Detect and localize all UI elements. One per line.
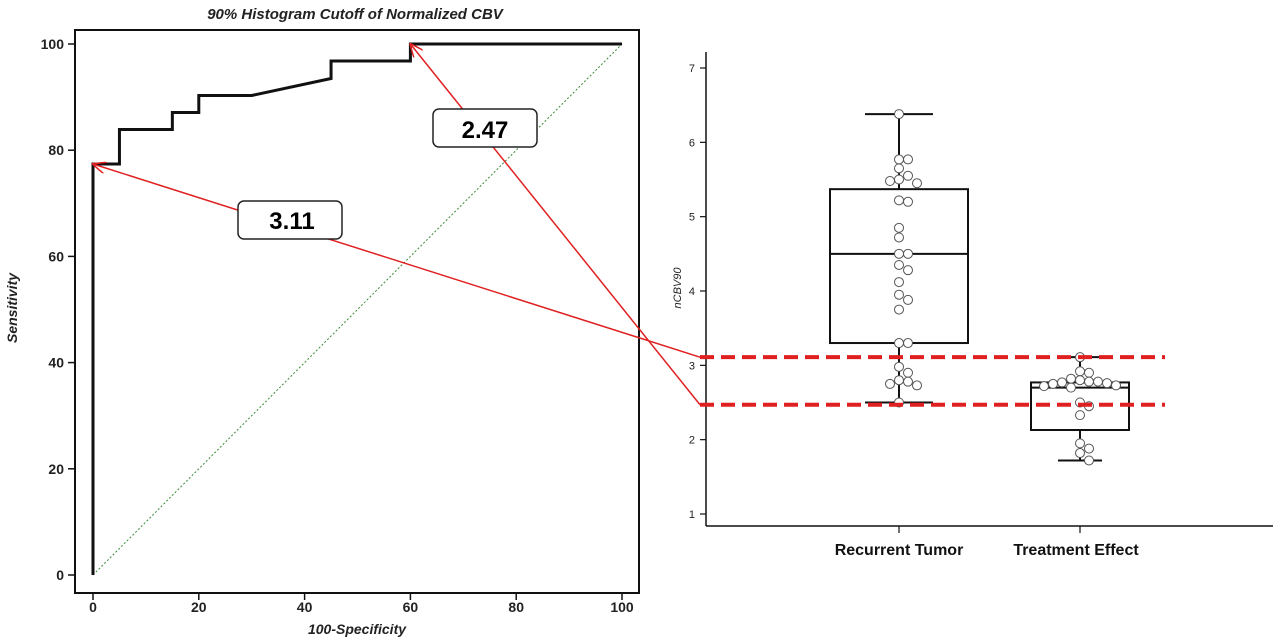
category-label-recurrent-tumor: Recurrent Tumor: [835, 542, 964, 559]
box-groups: [829, 109, 1130, 466]
box-group: [829, 109, 969, 408]
roc-x-tick-label: 100: [610, 599, 634, 615]
data-point: [903, 338, 913, 349]
roc-curve: [91, 42, 622, 575]
box-y-tick-label: 7: [689, 63, 695, 75]
roc-y-tick-label: 40: [48, 355, 64, 371]
data-point: [1084, 376, 1094, 387]
data-point: [1066, 373, 1076, 384]
box-y-axis-label: nCBV90: [672, 267, 684, 309]
box-y-ticks: 1 2 3 4 5 6 7: [689, 63, 1081, 533]
data-point: [894, 248, 904, 259]
data-point: [894, 259, 904, 270]
box-y-tick-label: 5: [689, 212, 695, 224]
data-point: [894, 195, 904, 206]
data-point: [903, 196, 913, 207]
roc-plot-frame: [74, 29, 640, 594]
data-point: [1111, 380, 1121, 391]
callout-2-47-box: [432, 108, 538, 148]
data-point: [1075, 438, 1085, 449]
box-plot-chart: 1 2 3 4 5 6 7 nCBV90 Recurrent Tumor Treatment…: [672, 52, 1273, 559]
data-point: [903, 376, 913, 387]
data-point: [894, 304, 904, 315]
data-point: [885, 175, 895, 186]
data-point: [1039, 381, 1049, 392]
data-point: [1075, 410, 1085, 421]
box-y-tick-label: 1: [689, 509, 695, 521]
callout-2-47: 2.47: [432, 108, 538, 148]
data-point: [1057, 377, 1067, 388]
data-point: [894, 289, 904, 300]
roc-x-tick-label: 20: [191, 599, 207, 615]
annotation-arrow: [410, 44, 701, 406]
roc-x-tick-label: 80: [508, 599, 524, 615]
roc-y-tick-label: 20: [48, 461, 64, 477]
data-point: [894, 109, 904, 120]
roc-y-ticks: 0 20 40 60 80 100: [41, 36, 75, 583]
roc-y-tick-label: 0: [56, 567, 64, 583]
data-point: [1075, 448, 1085, 459]
data-point: [903, 265, 913, 276]
callout-3-11-box: [237, 200, 343, 240]
data-point: [1075, 375, 1085, 386]
category-label-treatment-effect: Treatment Effect: [1013, 542, 1139, 559]
callout-3-11: 3.11: [237, 200, 343, 240]
data-point: [894, 232, 904, 243]
data-point: [1084, 367, 1094, 378]
callout-3-11-text: 3.11: [269, 208, 314, 235]
data-point: [903, 367, 913, 378]
data-point: [903, 294, 913, 305]
roc-x-tick-label: 40: [297, 599, 313, 615]
roc-title: 90% Histogram Cutoff of Normalized CBV: [207, 6, 505, 23]
annotation-arrow: [93, 164, 701, 358]
data-point: [894, 277, 904, 288]
data-point: [1075, 366, 1085, 377]
data-point: [903, 248, 913, 259]
data-point: [894, 338, 904, 349]
data-point: [1048, 378, 1058, 389]
data-point: [1102, 378, 1112, 389]
data-point: [894, 154, 904, 165]
data-point: [1084, 443, 1094, 454]
roc-x-ticks: 0 20 40 60 80 100: [89, 593, 634, 615]
roc-y-tick-label: 60: [48, 248, 64, 264]
box-y-tick-label: 3: [689, 360, 695, 372]
data-point: [1084, 455, 1094, 466]
roc-chart: 90% Histogram Cutoff of Normalized CBV 0…: [4, 6, 640, 637]
box-y-tick-label: 4: [689, 286, 695, 298]
roc-x-axis-label: 100-Specificity: [308, 621, 407, 637]
data-point: [903, 170, 913, 181]
data-point: [912, 380, 922, 391]
threshold-lines: [700, 355, 1165, 407]
data-point: [885, 378, 895, 389]
box-y-tick-label: 2: [689, 435, 695, 447]
box-y-tick-label: 6: [689, 137, 695, 149]
data-point: [894, 222, 904, 233]
annotation-callouts: 3.11 2.47: [237, 108, 538, 240]
roc-y-tick-label: 100: [41, 36, 65, 52]
data-point: [1066, 382, 1076, 393]
callout-2-47-text: 2.47: [462, 117, 509, 144]
data-point: [903, 154, 913, 165]
data-point: [912, 178, 922, 189]
data-point: [1093, 376, 1103, 387]
roc-x-tick-label: 0: [89, 599, 97, 615]
data-point: [894, 174, 904, 185]
data-point: [894, 361, 904, 372]
roc-y-tick-label: 80: [48, 142, 64, 158]
roc-y-axis-label: Sensitivity: [4, 272, 20, 343]
data-point: [894, 163, 904, 174]
box-group: [1030, 352, 1130, 466]
annotation-arrows: [93, 44, 701, 406]
data-point: [894, 375, 904, 386]
roc-x-tick-label: 60: [403, 599, 419, 615]
